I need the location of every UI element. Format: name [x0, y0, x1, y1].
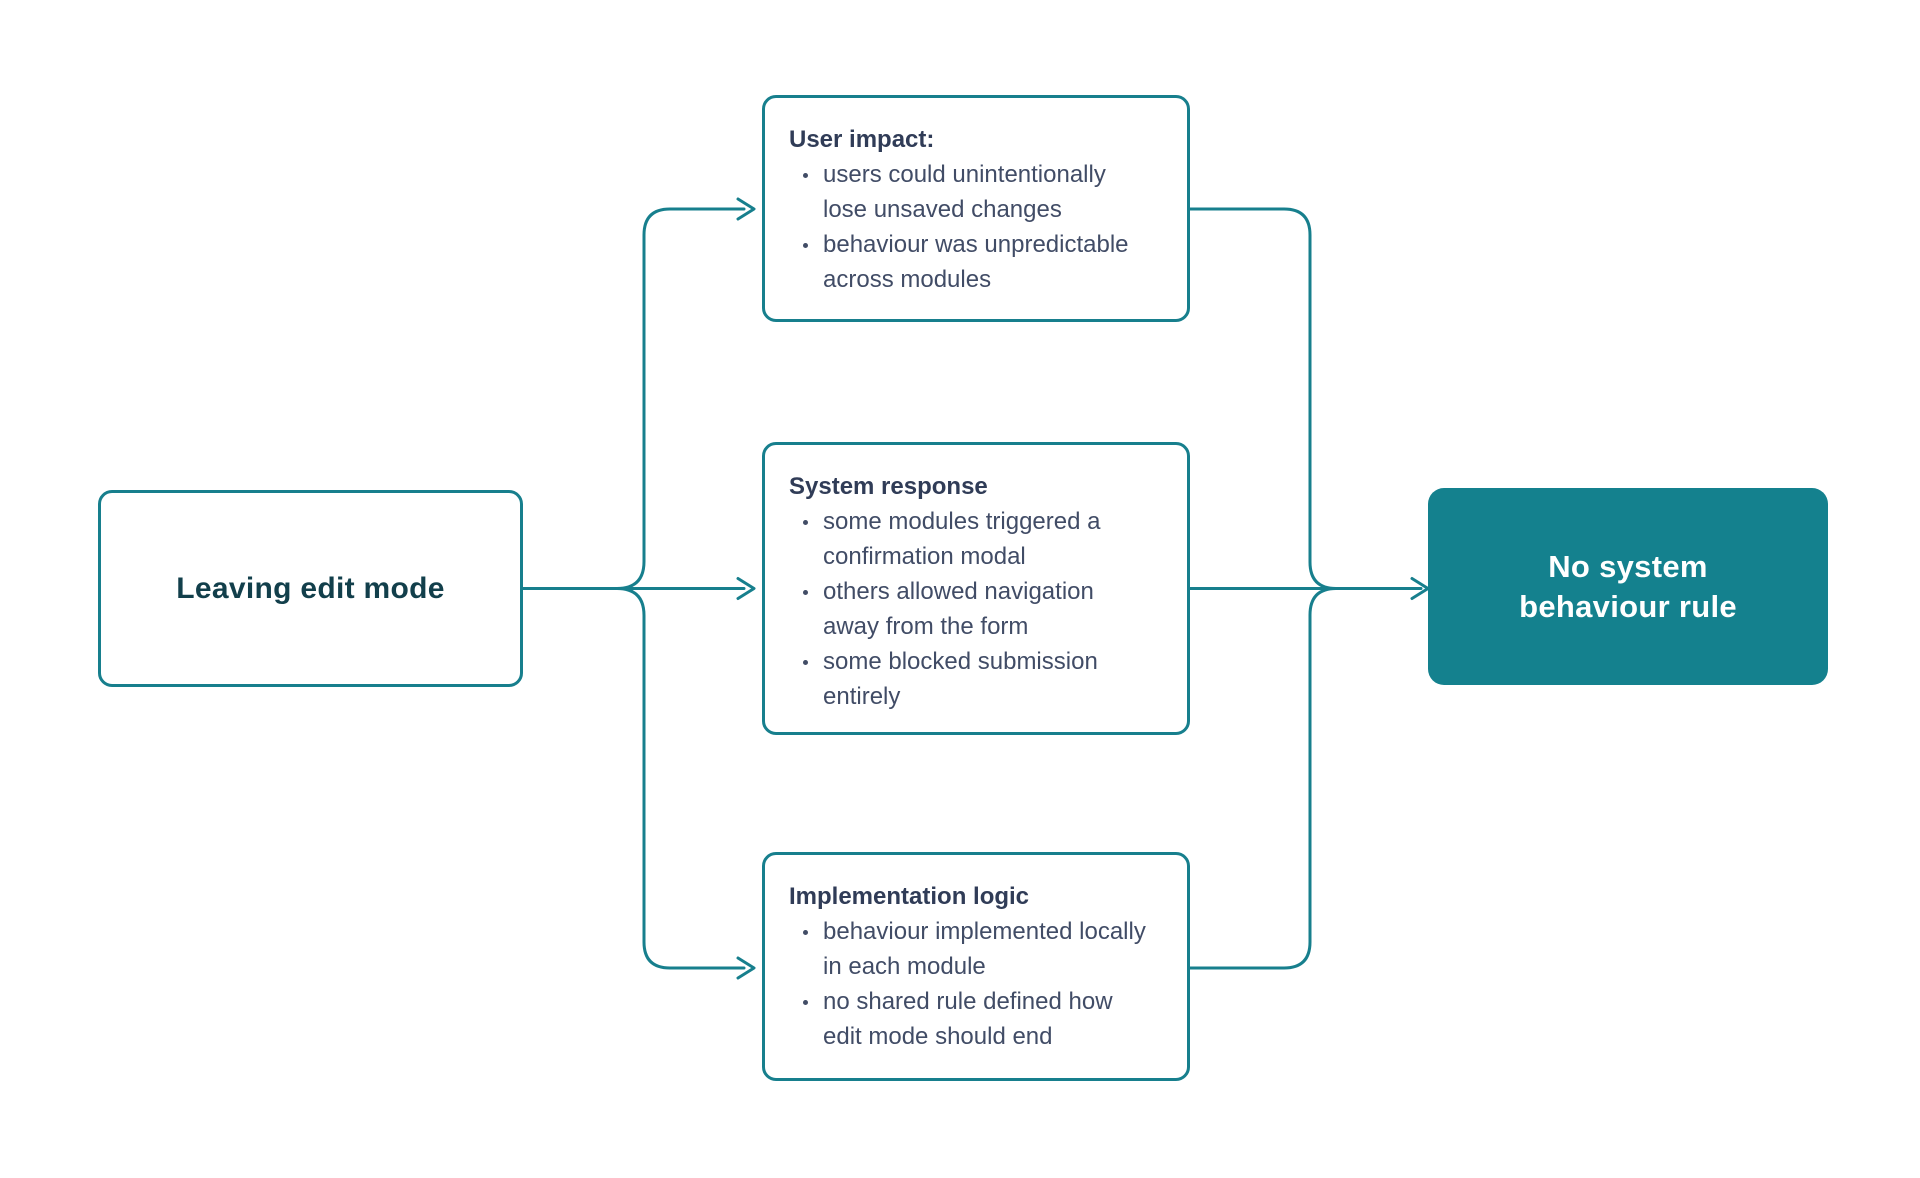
bullet-list: behaviour implemented locally in each mo… — [789, 914, 1163, 1054]
arrowhead-user-impact — [736, 197, 756, 221]
node-title: User impact: — [789, 126, 935, 153]
result-node-label-line: behaviour rule — [1519, 588, 1737, 624]
arrowhead-system-response — [736, 577, 756, 600]
bullet-item: behaviour was unpredictable across modul… — [789, 227, 1163, 297]
root-node-label: Leaving edit mode — [176, 571, 445, 605]
connector-user-impact-to-result — [1188, 207, 1338, 590]
node-title: Implementation logic — [789, 883, 1030, 910]
connector-root-to-user-impact — [615, 207, 746, 590]
bullet-item: behaviour implemented locally in each mo… — [789, 914, 1163, 984]
node-user-impact: User impact: users could unintentionally… — [762, 95, 1190, 322]
bullet-item: no shared rule defined how edit mode sho… — [789, 984, 1163, 1054]
bullet-item: others allowed navigation away from the … — [789, 574, 1163, 644]
bullet-text: behaviour implemented locally in each mo… — [823, 918, 1146, 980]
bullet-text: behaviour was unpredictable across modul… — [823, 231, 1129, 293]
connector-root-to-implementation-logic — [615, 587, 746, 970]
node-implementation-logic: Implementation logic behaviour implement… — [762, 852, 1190, 1081]
arrowhead-implementation-logic — [736, 956, 756, 980]
bullet-item: users could unintentionally lose unsaved… — [789, 157, 1163, 227]
bullet-text: others allowed navigation away from the … — [823, 578, 1094, 640]
connector-implementation-logic-to-result — [1188, 587, 1338, 970]
bullet-text: users could unintentionally lose unsaved… — [823, 161, 1106, 223]
bullet-text: some modules triggered a confirmation mo… — [823, 508, 1101, 570]
bullet-list: users could unintentionally lose unsaved… — [789, 157, 1163, 297]
bullet-item: some modules triggered a confirmation mo… — [789, 504, 1163, 574]
node-no-system-behaviour-rule: No system behaviour rule — [1428, 488, 1828, 685]
node-leaving-edit-mode: Leaving edit mode — [98, 490, 523, 687]
bullet-text: no shared rule defined how edit mode sho… — [823, 988, 1113, 1050]
bullet-item: some blocked submission entirely — [789, 644, 1163, 714]
result-node-label-line: No system — [1548, 548, 1708, 584]
bullet-text: some blocked submission entirely — [823, 648, 1098, 710]
node-title: System response — [789, 473, 988, 500]
bullet-list: some modules triggered a confirmation mo… — [789, 504, 1163, 714]
node-system-response: System response some modules triggered a… — [762, 442, 1190, 735]
